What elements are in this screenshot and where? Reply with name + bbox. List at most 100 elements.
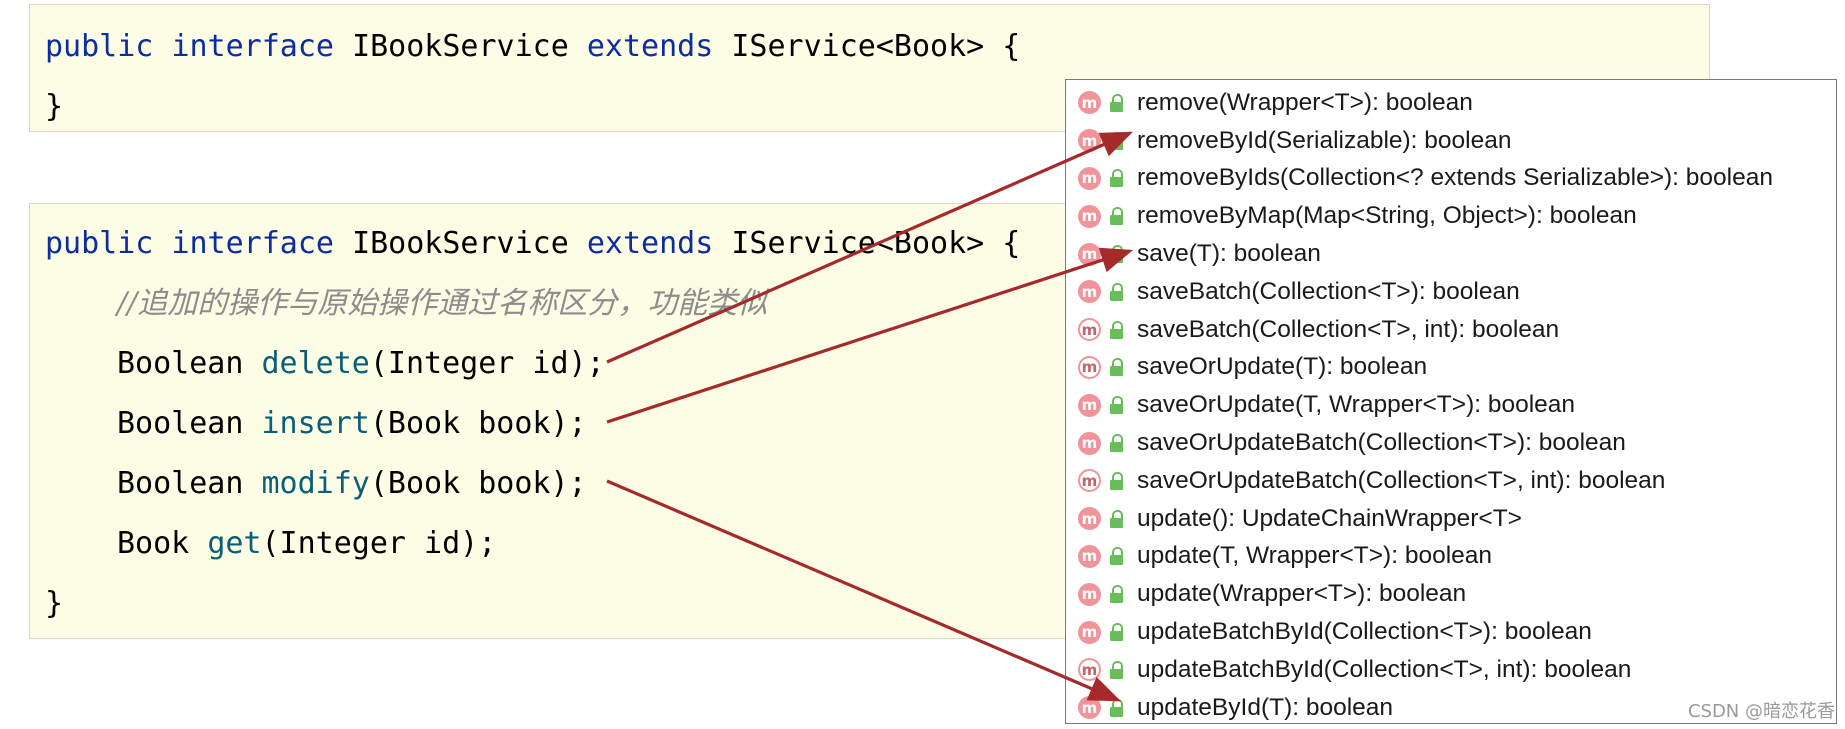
code-line-method-modify: Boolean modify(Book book); bbox=[45, 466, 587, 502]
method-signature: updateById(T): boolean bbox=[1137, 693, 1394, 721]
method-icon: m bbox=[1078, 129, 1101, 153]
method-icon: m bbox=[1078, 544, 1101, 568]
method-signature: remove(Wrapper<T>): boolean bbox=[1137, 88, 1473, 116]
public-lock-icon bbox=[1109, 660, 1123, 679]
public-lock-icon bbox=[1109, 434, 1123, 453]
method-icon: m bbox=[1078, 355, 1101, 379]
method-item[interactable]: m update(): UpdateChainWrapper<T> bbox=[1066, 500, 1836, 538]
method-icon: m bbox=[1078, 166, 1101, 190]
keyword-public: public bbox=[45, 226, 154, 261]
method-signature: saveBatch(Collection<T>, int): boolean bbox=[1137, 315, 1560, 343]
public-lock-icon bbox=[1109, 245, 1123, 264]
method-item[interactable]: m saveBatch(Collection<T>, int): boolean bbox=[1066, 311, 1836, 349]
method-item[interactable]: m updateById(T): boolean bbox=[1066, 689, 1836, 727]
method-signature: updateBatchById(Collection<T>, int): boo… bbox=[1137, 655, 1632, 683]
keyword-extends: extends bbox=[586, 226, 714, 261]
method-params: (Integer id); bbox=[369, 346, 605, 381]
method-icon: m bbox=[1078, 507, 1101, 531]
method-signature: removeById(Serializable): boolean bbox=[1137, 126, 1512, 154]
method-item[interactable]: m updateBatchById(Collection<T>): boolean bbox=[1066, 613, 1836, 651]
method-signature: update(Wrapper<T>): boolean bbox=[1137, 580, 1467, 608]
method-signature: save(T): boolean bbox=[1137, 240, 1321, 268]
code-line-method-delete: Boolean delete(Integer id); bbox=[45, 346, 605, 382]
public-lock-icon bbox=[1109, 131, 1123, 150]
method-icon: m bbox=[1078, 91, 1101, 115]
method-params: (Integer id); bbox=[261, 526, 497, 561]
method-params: (Book book); bbox=[369, 466, 587, 501]
method-name-modify: modify bbox=[261, 466, 370, 501]
method-item[interactable]: m saveOrUpdateBatch(Collection<T>): boole… bbox=[1066, 424, 1836, 462]
interface-name: IBookService bbox=[352, 226, 569, 261]
code-line-interface-decl: public interface IBookService extends IS… bbox=[45, 226, 1020, 262]
method-params: (Book book); bbox=[369, 406, 587, 441]
method-item[interactable]: m update(Wrapper<T>): boolean bbox=[1066, 575, 1836, 613]
method-signature: saveOrUpdateBatch(Collection<T>, int): b… bbox=[1137, 466, 1666, 494]
public-lock-icon bbox=[1109, 93, 1123, 112]
public-lock-icon bbox=[1109, 282, 1123, 301]
method-item[interactable]: m saveOrUpdateBatch(Collection<T>, int): … bbox=[1066, 462, 1836, 500]
keyword-extends: extends bbox=[586, 29, 714, 64]
method-item[interactable]: m saveOrUpdate(T): boolean bbox=[1066, 349, 1836, 387]
method-signature: updateBatchById(Collection<T>): boolean bbox=[1137, 618, 1592, 646]
public-lock-icon bbox=[1109, 358, 1123, 377]
method-icon: m bbox=[1078, 431, 1101, 455]
method-signature: saveOrUpdate(T, Wrapper<T>): boolean bbox=[1137, 391, 1576, 419]
method-icon: m bbox=[1078, 393, 1101, 417]
public-lock-icon bbox=[1109, 471, 1123, 490]
code-comment: //追加的操作与原始操作通过名称区分，功能类似 bbox=[117, 286, 768, 321]
public-lock-icon bbox=[1109, 320, 1123, 339]
method-icon: m bbox=[1078, 582, 1101, 606]
method-signature: update(T, Wrapper<T>): boolean bbox=[1137, 542, 1493, 570]
public-lock-icon bbox=[1109, 585, 1123, 604]
return-type: Boolean bbox=[117, 466, 244, 501]
code-line-close-brace: } bbox=[45, 89, 64, 124]
method-icon: m bbox=[1078, 318, 1101, 342]
public-lock-icon bbox=[1109, 207, 1123, 226]
method-name-insert: insert bbox=[261, 406, 370, 441]
code-line-close-brace: } bbox=[45, 586, 64, 621]
method-icon: m bbox=[1078, 658, 1101, 682]
code-line-method-get: Book get(Integer id); bbox=[45, 526, 496, 562]
method-icon: m bbox=[1078, 280, 1101, 304]
method-item[interactable]: m saveBatch(Collection<T>): boolean bbox=[1066, 273, 1836, 311]
code-line-comment: //追加的操作与原始操作通过名称区分，功能类似 bbox=[45, 286, 767, 322]
method-item[interactable]: m updateBatchById(Collection<T>, int): bo… bbox=[1066, 651, 1836, 689]
code-line-method-insert: Boolean insert(Book book); bbox=[45, 406, 587, 442]
method-completion-popup[interactable]: m remove(Wrapper<T>): boolean m removeById(… bbox=[1065, 79, 1837, 724]
method-name-get: get bbox=[207, 526, 262, 561]
method-signature: saveOrUpdate(T): boolean bbox=[1137, 353, 1428, 381]
method-signature: removeByIds(Collection<? extends Seriali… bbox=[1137, 164, 1773, 192]
return-type: Book bbox=[117, 526, 190, 561]
code-panel-top: public interface IBookService extends IS… bbox=[29, 4, 1710, 132]
method-item[interactable]: m removeByMap(Map<String, Object>): boole… bbox=[1066, 197, 1836, 235]
watermark: CSDN @暗恋花香 bbox=[1687, 701, 1835, 722]
method-icon: m bbox=[1078, 469, 1101, 493]
method-item[interactable]: m update(T, Wrapper<T>): boolean bbox=[1066, 538, 1836, 576]
method-item[interactable]: m saveOrUpdate(T, Wrapper<T>): boolean bbox=[1066, 386, 1836, 424]
public-lock-icon bbox=[1109, 509, 1123, 528]
keyword-interface: interface bbox=[171, 29, 334, 64]
return-type: Boolean bbox=[117, 346, 244, 381]
method-icon: m bbox=[1078, 696, 1101, 720]
method-icon: m bbox=[1078, 242, 1101, 266]
method-item[interactable]: m save(T): boolean bbox=[1066, 235, 1836, 273]
method-name-delete: delete bbox=[261, 346, 370, 381]
interface-name: IBookService bbox=[352, 29, 569, 64]
method-item[interactable]: m remove(Wrapper<T>): boolean bbox=[1066, 84, 1836, 122]
method-signature: saveOrUpdateBatch(Collection<T>): boolea… bbox=[1137, 429, 1626, 457]
supertype: IService<Book> { bbox=[731, 226, 1021, 261]
method-item[interactable]: m removeByIds(Collection<? extends Serial… bbox=[1066, 160, 1836, 198]
supertype: IService<Book> { bbox=[731, 29, 1021, 64]
method-icon: m bbox=[1078, 204, 1101, 228]
return-type: Boolean bbox=[117, 406, 244, 441]
code-line-interface-decl: public interface IBookService extends IS… bbox=[45, 29, 1020, 65]
public-lock-icon bbox=[1109, 169, 1123, 188]
method-signature: removeByMap(Map<String, Object>): boolea… bbox=[1137, 202, 1637, 230]
public-lock-icon bbox=[1109, 698, 1123, 717]
method-icon: m bbox=[1078, 620, 1101, 644]
public-lock-icon bbox=[1109, 623, 1123, 642]
method-signature: update(): UpdateChainWrapper<T> bbox=[1137, 504, 1522, 532]
method-item[interactable]: m removeById(Serializable): boolean bbox=[1066, 122, 1836, 160]
keyword-interface: interface bbox=[171, 226, 334, 261]
method-signature: saveBatch(Collection<T>): boolean bbox=[1137, 277, 1520, 305]
